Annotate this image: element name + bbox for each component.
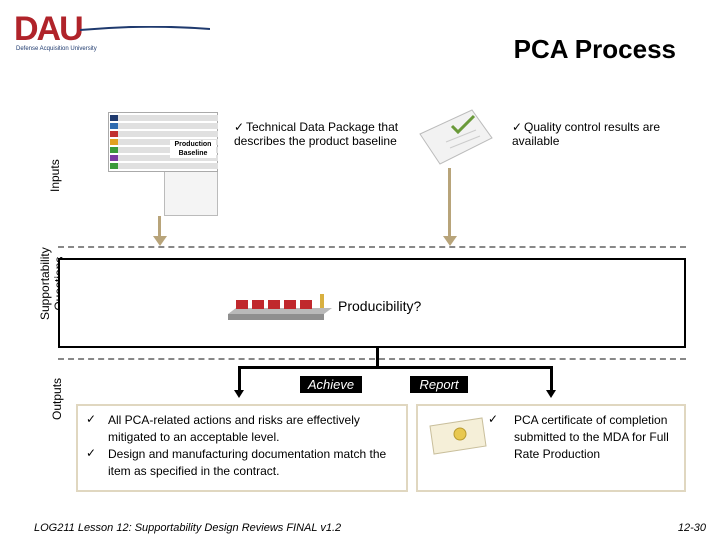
inputs-label: Inputs: [48, 159, 62, 192]
outputs-divider: [58, 358, 686, 360]
production-baseline-label: Production Baseline: [170, 140, 216, 158]
certificate-icon: [429, 417, 487, 455]
report-arrow-head-icon: [546, 390, 556, 398]
achieve-output-item-2: Design and manufacturing documentation m…: [108, 447, 387, 478]
conveyor-belt-icon: [228, 294, 332, 320]
outputs-label: Outputs: [50, 377, 64, 420]
check-icon: ✓: [488, 412, 499, 426]
achieve-output-item-1: All PCA-related actions and risks are ef…: [108, 413, 360, 444]
achieve-branch-line: [238, 366, 241, 392]
achieve-arrow-head-icon: [234, 390, 244, 398]
production-baseline-document-icon: Production Baseline: [108, 112, 218, 216]
producibility-process-box: [58, 258, 686, 348]
logo-mark: DAU: [14, 10, 84, 48]
report-output-item-1: PCA certificate of completion submitted …: [514, 413, 669, 461]
check-icon: ✓: [86, 412, 97, 426]
supportability-line-1: Supportability: [38, 247, 52, 320]
logo-swoosh-icon: [80, 26, 210, 31]
tdp-arrow-head-icon: [153, 236, 167, 246]
achieve-output-box: [76, 404, 408, 492]
achieve-tag: Achieve: [300, 376, 362, 393]
report-tag: Report: [410, 376, 468, 393]
tdp-input-item: ✓Technical Data Package that describes t…: [234, 120, 424, 148]
tdp-arrow-shaft: [158, 216, 161, 238]
qc-arrow-shaft: [448, 168, 451, 238]
check-icon: ✓: [86, 446, 97, 460]
branch-stem: [376, 348, 379, 368]
page-title: PCA Process: [513, 34, 676, 64]
logo-subtitle: Defense Acquisition University: [16, 46, 97, 52]
tdp-input-text: Technical Data Package that describes th…: [234, 120, 399, 148]
document-table: [108, 112, 218, 172]
producibility-question: Producibility?: [338, 298, 422, 314]
dau-logo: DAU Defense Acquisition University: [14, 12, 214, 56]
inputs-divider: [58, 246, 686, 248]
check-icon: ✓: [234, 120, 245, 134]
page-number: 12-30: [677, 522, 706, 534]
qc-arrow-head-icon: [443, 236, 457, 246]
report-branch-line: [550, 366, 553, 392]
qc-input-text: Quality control results are available: [512, 120, 661, 148]
qc-input-item: ✓Quality control results are available: [512, 120, 682, 148]
footer-course-title: LOG211 Lesson 12: Supportability Design …: [34, 522, 342, 534]
check-icon: ✓: [512, 120, 523, 134]
branch-crossbar: [238, 366, 552, 369]
quality-control-document-icon: [419, 109, 493, 165]
